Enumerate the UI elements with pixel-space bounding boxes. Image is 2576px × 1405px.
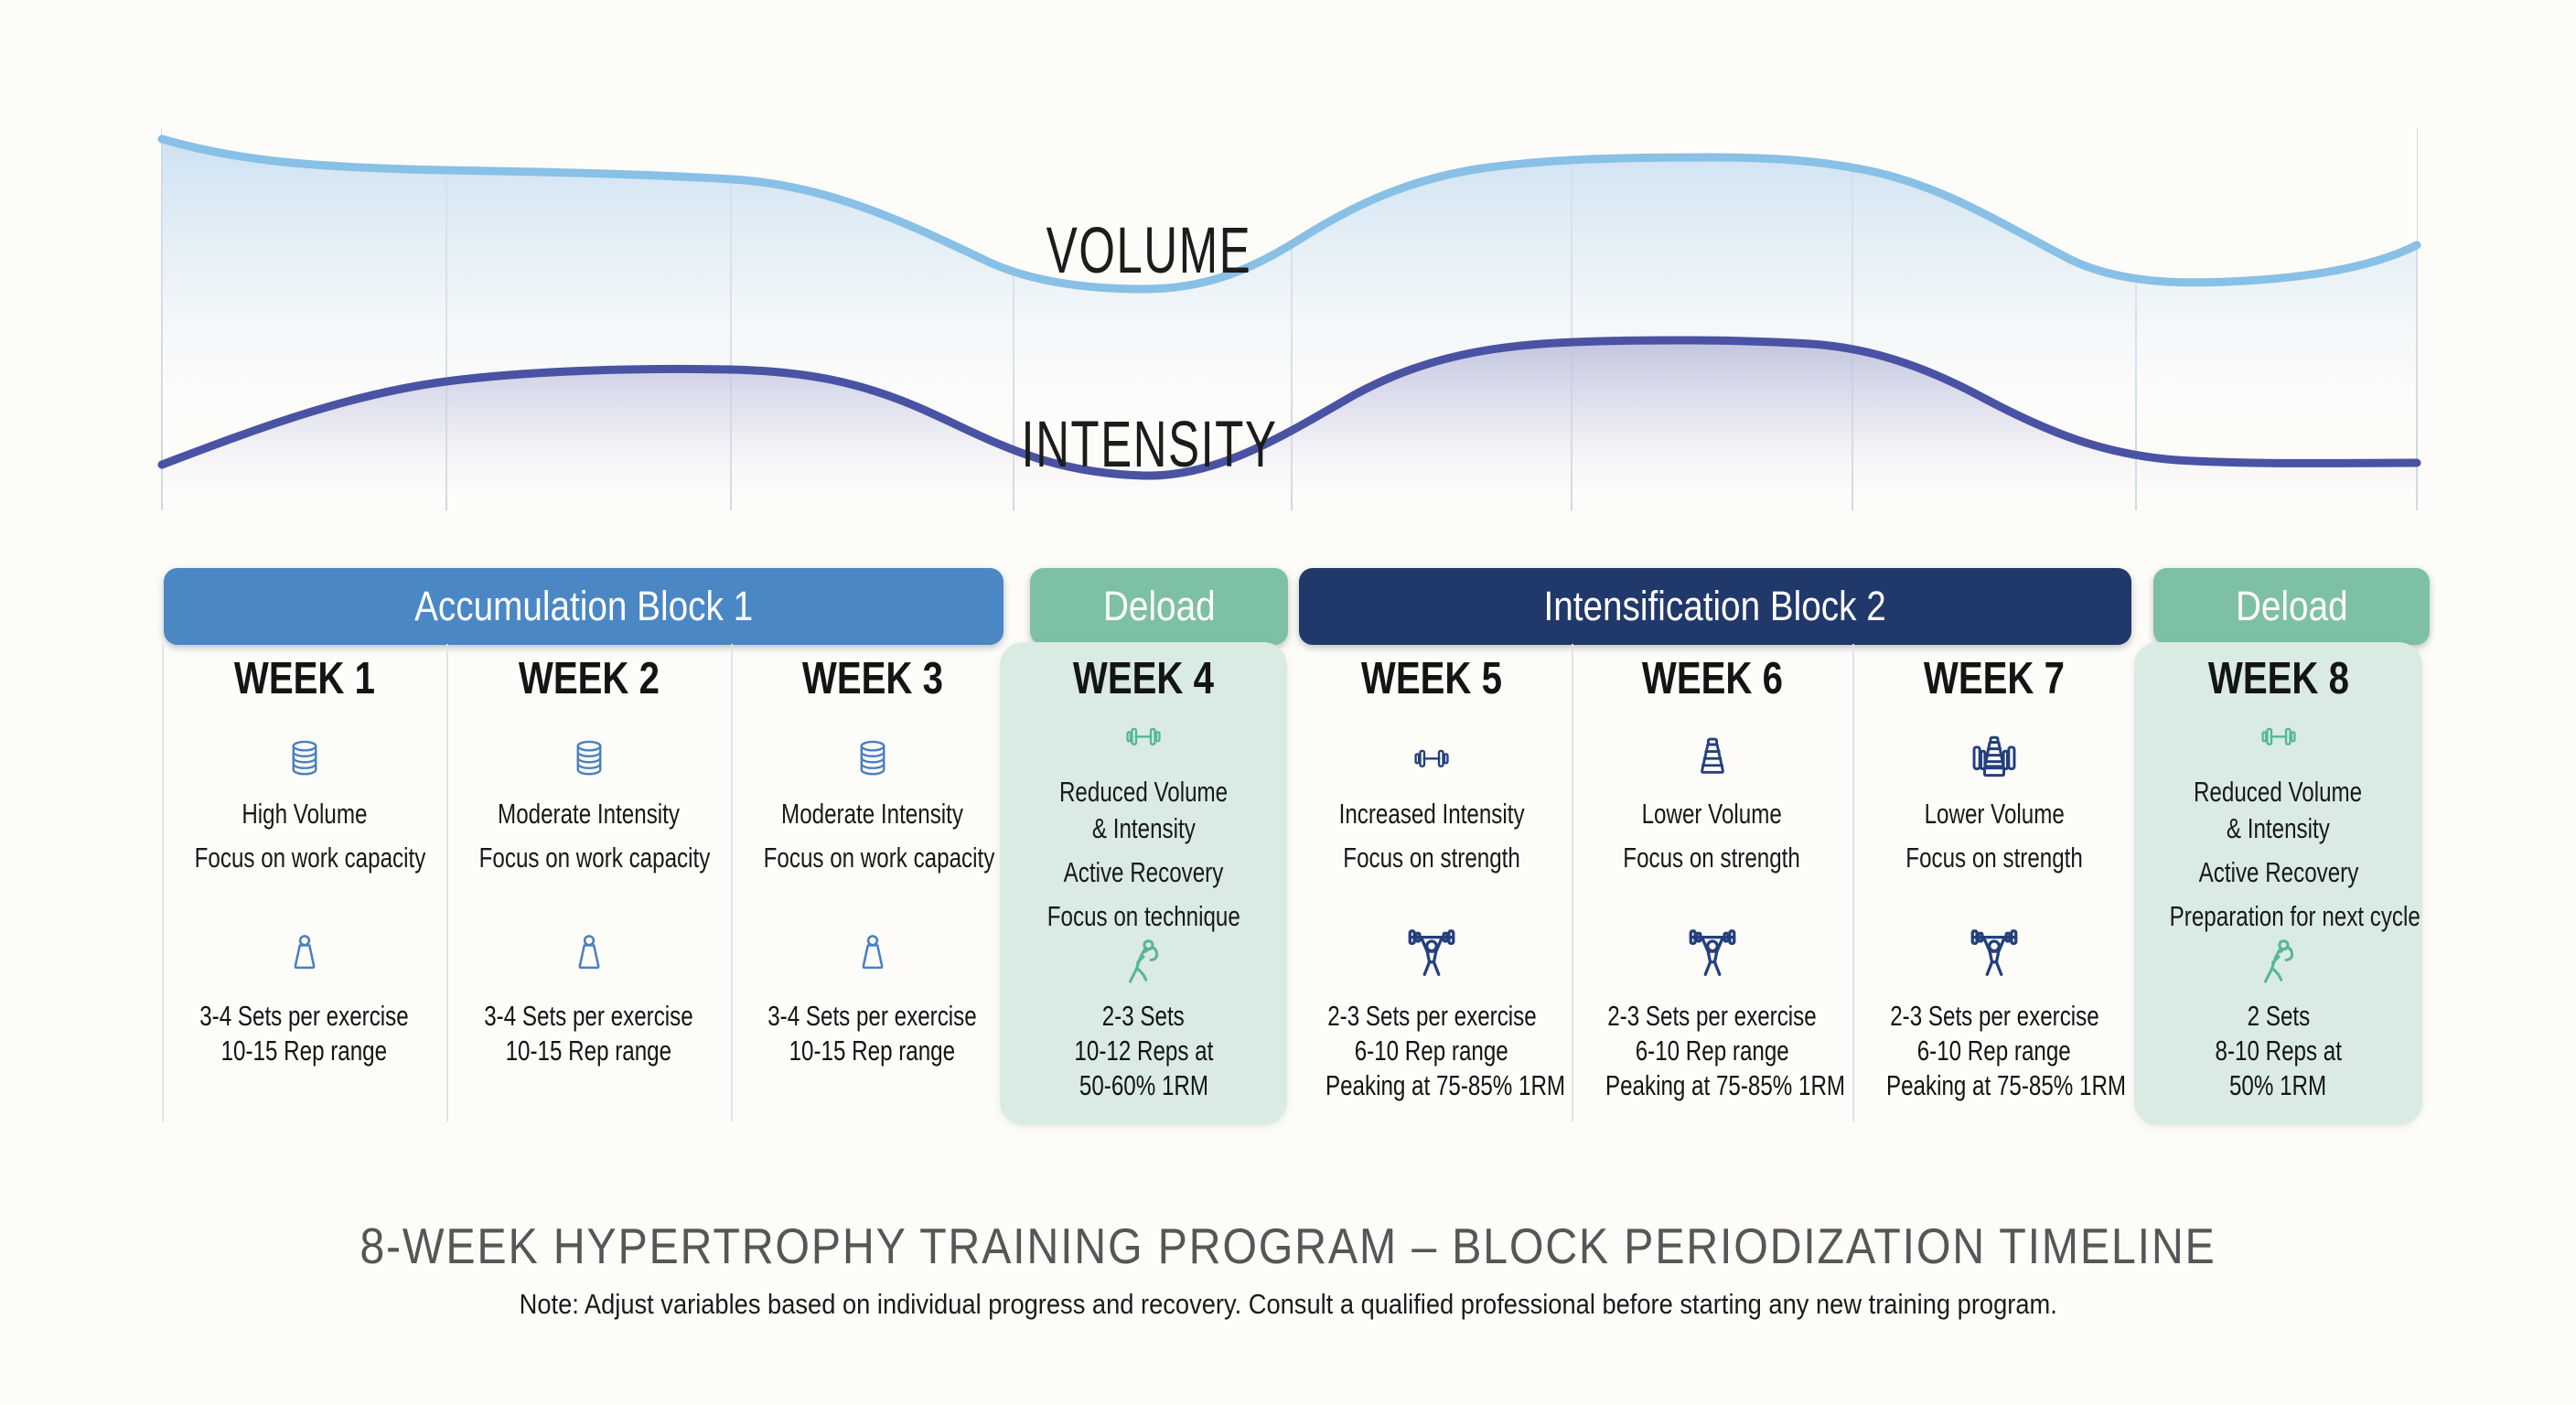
overhead-press-icon bbox=[1292, 917, 1572, 993]
block-header-deload-1: Deload bbox=[1030, 568, 1288, 645]
plate-stack-icon bbox=[731, 730, 1014, 788]
column-divider bbox=[1852, 644, 1854, 1121]
dumbbell-icon bbox=[2134, 710, 2422, 765]
block-header-accumulation: Accumulation Block 1 bbox=[164, 568, 1004, 645]
stretching-icon bbox=[2134, 928, 2422, 1001]
volume-label: VOLUME bbox=[1046, 215, 1252, 287]
week-heading: WEEK 8 bbox=[2207, 654, 2349, 703]
column-divider bbox=[446, 644, 448, 1121]
disclaimer-note: Note: Adjust variables based on individu… bbox=[519, 1288, 2057, 1320]
column-divider bbox=[731, 644, 733, 1121]
above-volume-mask bbox=[162, 0, 2417, 289]
intensity-label: INTENSITY bbox=[1021, 409, 1277, 481]
overhead-press-icon bbox=[1572, 917, 1852, 993]
overhead-press-icon bbox=[1852, 917, 2136, 993]
column-divider bbox=[162, 644, 164, 1121]
week-heading: WEEK 5 bbox=[1360, 654, 1503, 703]
page-title: 8-WEEK HYPERTROPHY TRAINING PROGRAM – BL… bbox=[360, 1217, 2216, 1274]
stretching-icon bbox=[1000, 928, 1287, 1001]
plate-stack-icon bbox=[446, 730, 731, 788]
dumbbell-icon bbox=[1292, 730, 1572, 788]
block-header-deload-2: Deload bbox=[2153, 568, 2430, 645]
plate-stack-icon bbox=[162, 730, 446, 788]
column-divider bbox=[1572, 644, 1573, 1121]
volume-intensity-chart bbox=[157, 0, 2421, 516]
week-heading: WEEK 6 bbox=[1641, 654, 1783, 703]
week-heading: WEEK 4 bbox=[1072, 654, 1215, 703]
weight-icon bbox=[731, 917, 1014, 993]
intensity-area bbox=[162, 339, 2417, 516]
week-heading: WEEK 3 bbox=[801, 654, 943, 703]
weight-icon bbox=[446, 917, 731, 993]
weight-icon bbox=[162, 917, 446, 993]
weight-pyramid-icon bbox=[1572, 730, 1852, 788]
dumbbell-icon bbox=[1000, 710, 1287, 765]
weight-plates-icon bbox=[1852, 730, 2136, 788]
block-header-intensification: Intensification Block 2 bbox=[1299, 568, 2131, 645]
week-heading: WEEK 7 bbox=[1923, 654, 2066, 703]
week-heading: WEEK 2 bbox=[518, 654, 660, 703]
volume-curve bbox=[157, 134, 2421, 294]
week-heading: WEEK 1 bbox=[233, 654, 375, 703]
intensity-curve bbox=[157, 336, 2421, 480]
